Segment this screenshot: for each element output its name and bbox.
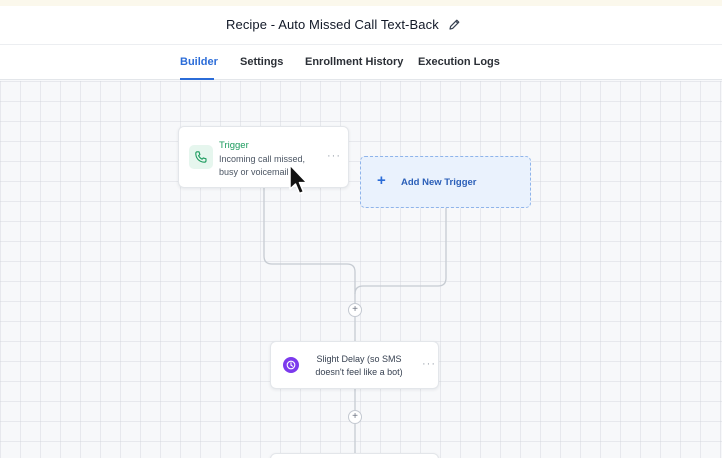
workflow-header: Recipe - Auto Missed Call Text-Back (0, 6, 722, 44)
connector-lines (263, 188, 447, 453)
tab-enrollment-history[interactable]: Enrollment History (305, 56, 404, 68)
trigger-node[interactable]: Trigger Incoming call missed, busy or vo… (178, 126, 349, 188)
trigger-label: Trigger (219, 140, 249, 151)
clock-icon (283, 357, 299, 373)
phone-icon (189, 145, 213, 169)
add-step-button[interactable]: + (348, 303, 362, 317)
title-wrap: Recipe - Auto Missed Call Text-Back (226, 17, 461, 32)
trigger-more-icon[interactable]: ··· (327, 150, 341, 162)
mouse-cursor-icon (289, 164, 308, 195)
tab-builder[interactable]: Builder (180, 56, 218, 68)
plus-icon: + (377, 172, 386, 189)
pencil-icon[interactable] (448, 18, 461, 31)
tab-execution-logs[interactable]: Execution Logs (418, 56, 500, 68)
active-tab-indicator (180, 78, 214, 80)
top-strip (0, 0, 722, 6)
delay-node[interactable]: Slight Delay (so SMS doesn't feel like a… (270, 341, 439, 389)
delay-more-icon[interactable]: ··· (422, 358, 436, 370)
next-step-node[interactable] (270, 453, 439, 458)
workflow-title: Recipe - Auto Missed Call Text-Back (226, 17, 439, 32)
trigger-description: Incoming call missed, busy or voicemail (219, 154, 306, 177)
tabs-bar: Builder Settings Enrollment History Exec… (0, 44, 722, 80)
add-trigger-label: Add New Trigger (401, 177, 477, 188)
workflow-canvas[interactable]: Trigger Incoming call missed, busy or vo… (0, 81, 722, 458)
add-new-trigger-button[interactable]: + Add New Trigger (360, 156, 531, 208)
delay-label: Slight Delay (so SMS doesn't feel like a… (315, 354, 403, 377)
tab-settings[interactable]: Settings (240, 56, 284, 68)
add-step-button-2[interactable]: + (348, 410, 362, 424)
